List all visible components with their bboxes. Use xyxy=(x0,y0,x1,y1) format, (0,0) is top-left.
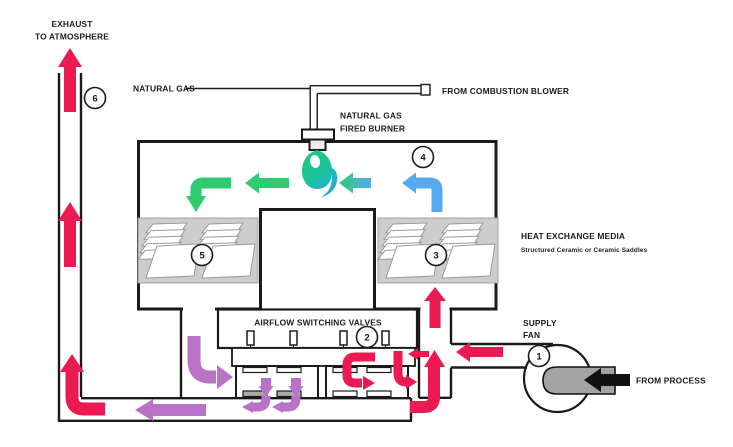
duct-to-stack-head-icon xyxy=(60,354,84,372)
airflow-switching-valves-label: AIRFLOW SWITCHING VALVES xyxy=(254,318,382,328)
valve-swirl-1-icon xyxy=(342,352,375,388)
stack-rise-arrow-icon xyxy=(58,202,82,267)
valve-plate xyxy=(231,347,416,367)
exhaust-duct-arrow-icon xyxy=(135,399,206,421)
marker-3: 3 xyxy=(424,243,448,267)
right-leg-bend-icon xyxy=(410,366,440,413)
heat-exchange-media-label: HEAT EXCHANGE MEDIA xyxy=(521,231,625,241)
svg-text:5: 5 xyxy=(199,251,205,262)
supply-fan-label-line2: FAN xyxy=(523,330,540,340)
markers: 6 4 5 3 2 1 xyxy=(83,86,551,368)
labels: EXHAUST TO ATMOSPHERE NATURAL GAS FROM C… xyxy=(35,19,706,386)
green-bend-arrowhead-icon xyxy=(186,196,206,212)
marker-6: 6 xyxy=(83,86,107,110)
valve-curl-1-icon xyxy=(253,396,271,412)
natural-gas-label: NATURAL GAS xyxy=(133,84,195,94)
burner-label-line1: NATURAL GAS xyxy=(340,111,402,121)
svg-text:4: 4 xyxy=(420,153,426,164)
marker-2: 2 xyxy=(355,325,379,349)
red-flow-arrows xyxy=(58,48,503,416)
burner-flame-icon xyxy=(302,150,338,197)
valve-swirl-2-icon xyxy=(393,351,407,387)
from-combustion-blower-label: FROM COMBUSTION BLOWER xyxy=(442,86,569,96)
valve-top-arrow-icon xyxy=(408,348,429,360)
green-arrow-icon xyxy=(245,172,289,194)
stack-exit-arrow-icon xyxy=(58,48,82,112)
green-bend-arrow-icon xyxy=(190,177,231,197)
valve-curl-2-icon xyxy=(283,396,301,412)
purple-flow-arrows xyxy=(135,336,304,421)
from-process-arrow-icon xyxy=(584,368,630,392)
green-blue-arrow-icon xyxy=(339,172,371,194)
left-leg-bend-icon xyxy=(187,336,216,384)
supply-duct-arrow-icon xyxy=(456,342,503,362)
gas-piping xyxy=(186,83,431,130)
burner-label-line2: FIRED BURNER xyxy=(340,124,405,134)
blue-bend-arrow-icon xyxy=(416,177,443,212)
left-leg-opening xyxy=(183,306,215,314)
marker-1: 1 xyxy=(527,344,551,368)
supply-fan-label-line1: SUPPLY xyxy=(523,318,557,328)
chamber-flow-arrows xyxy=(186,172,443,212)
svg-text:6: 6 xyxy=(92,94,97,105)
duct-to-stack-bend-icon xyxy=(65,371,105,416)
valve-curl-1-head-icon xyxy=(242,401,253,413)
left-leg-bend-head-icon xyxy=(217,365,233,389)
valve-swirl-2-head-icon xyxy=(406,375,417,389)
svg-text:2: 2 xyxy=(364,333,369,344)
heat-exchange-media-sublabel: Structured Ceramic or Ceramic Saddles xyxy=(521,247,648,254)
into-bed-arrow-icon xyxy=(424,287,446,328)
exhaust-label-line1: EXHAUST xyxy=(51,19,93,29)
chamber-center-notch xyxy=(259,208,376,312)
valve-down-1-head-icon xyxy=(258,386,274,397)
marker-5: 5 xyxy=(190,243,214,267)
right-leg-bend-head-icon xyxy=(424,350,445,367)
svg-text:3: 3 xyxy=(433,251,438,262)
marker-4: 4 xyxy=(411,145,435,169)
valve-swirl-1-head-icon xyxy=(363,376,375,390)
burner-nozzle xyxy=(308,138,327,151)
valve-down-2-head-icon xyxy=(288,386,304,397)
svg-text:1: 1 xyxy=(536,352,542,363)
from-process-label: FROM PROCESS xyxy=(636,376,706,386)
blue-bend-arrowhead-icon xyxy=(402,172,416,194)
exhaust-label-line2: TO ATMOSPHERE xyxy=(35,32,109,42)
burner-flange xyxy=(301,128,335,141)
valve-curl-2-head-icon xyxy=(272,401,283,413)
